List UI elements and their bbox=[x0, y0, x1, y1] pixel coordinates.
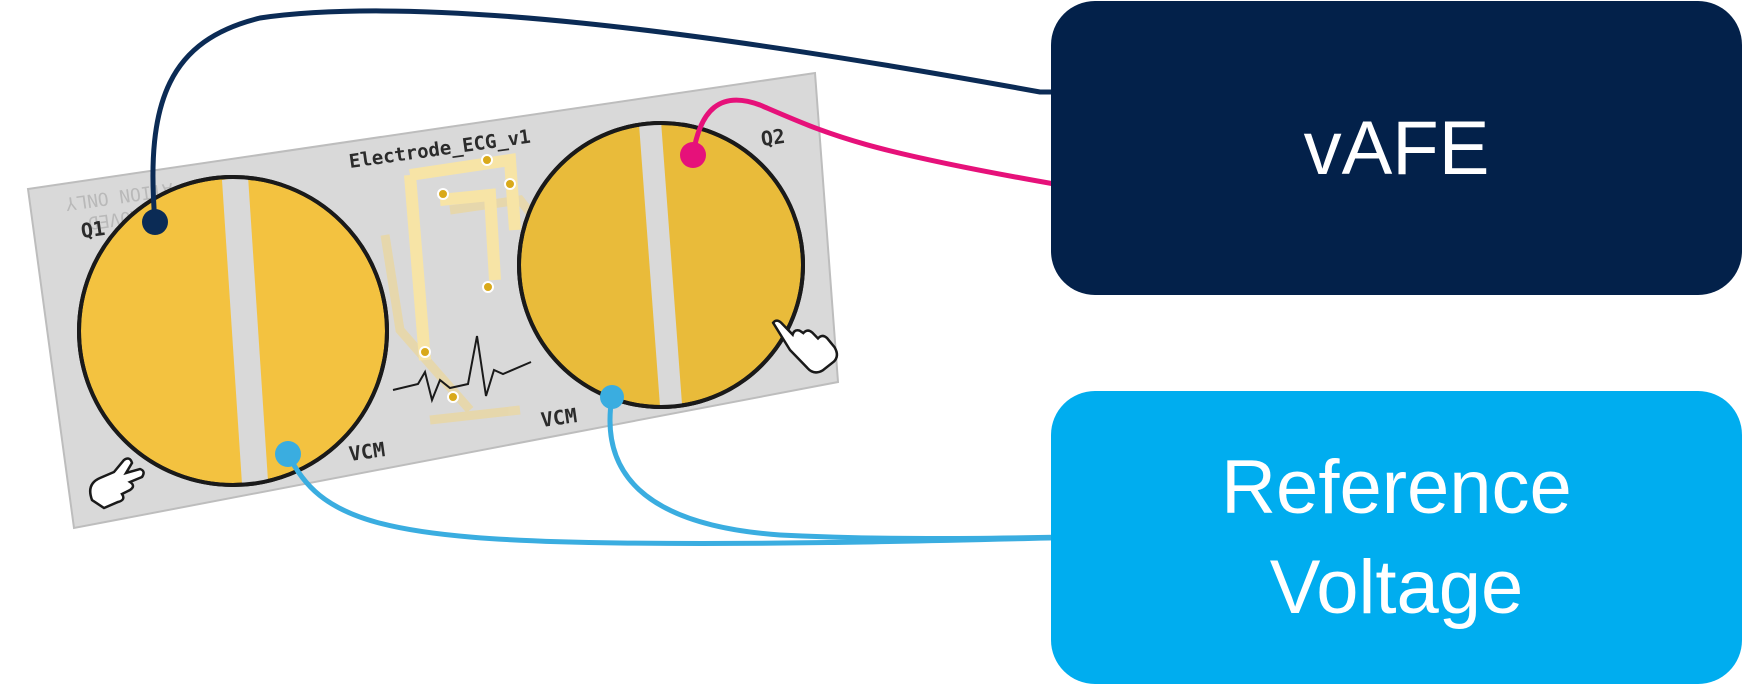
wire-right-vcm-to-reference bbox=[607, 396, 1136, 542]
vafe-label: vAFE bbox=[1303, 105, 1490, 191]
wire-q1-to-vafe bbox=[150, 8, 1056, 223]
electrode-q2 bbox=[517, 121, 805, 409]
vafe-box: vAFE bbox=[1051, 1, 1742, 295]
label-q1: Q1 bbox=[79, 216, 106, 243]
terminal-vcm-left bbox=[275, 441, 301, 467]
reference-label-line1: Reference bbox=[1221, 444, 1572, 530]
reference-voltage-box: Reference Voltage bbox=[1051, 391, 1742, 684]
electrode-q1 bbox=[77, 175, 389, 487]
label-vcm-right: VCM bbox=[539, 403, 578, 432]
pointing-finger-icon bbox=[771, 319, 839, 374]
label-q2: Q2 bbox=[759, 124, 786, 151]
reference-label-line2: Voltage bbox=[1269, 544, 1524, 630]
pointing-finger-icon bbox=[89, 457, 145, 510]
wire-left-vcm-to-reference bbox=[285, 452, 1136, 546]
terminal-q1 bbox=[142, 209, 168, 235]
ecg-waveform-icon bbox=[392, 335, 532, 404]
terminal-q2 bbox=[680, 142, 706, 168]
label-vcm-left: VCM bbox=[347, 437, 386, 466]
wire-q2-to-vafe bbox=[690, 97, 1061, 188]
terminal-vcm-right bbox=[600, 385, 624, 409]
